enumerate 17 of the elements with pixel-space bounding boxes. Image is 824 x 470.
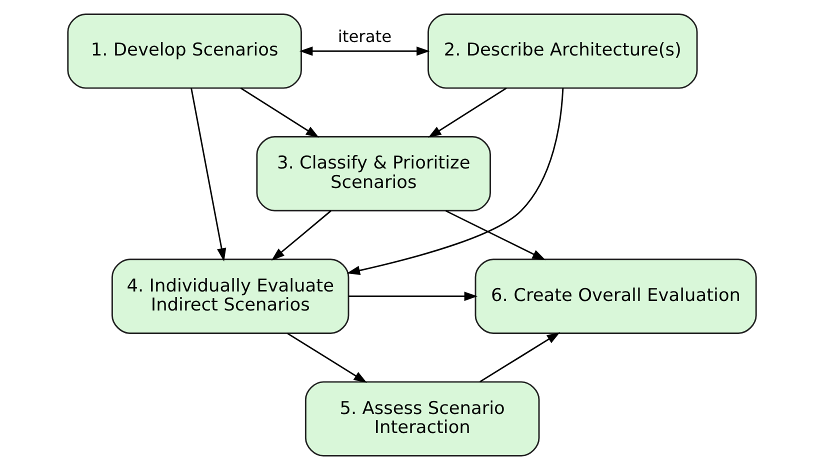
arrow (346, 88, 564, 276)
node-box: 4. Individually Evaluate Indirect Scenarios (111, 258, 350, 334)
node-box: 6. Create Overall Evaluation (474, 258, 757, 334)
arrow (271, 210, 332, 261)
arrow (480, 332, 560, 382)
arrow (240, 88, 320, 138)
node-box: 3. Classify & Prioritize Scenarios (256, 136, 491, 212)
edge-label: iterate (338, 26, 392, 46)
node-box: 5. Assess Scenario Interaction (304, 381, 540, 457)
arrow (348, 292, 478, 301)
arrow (428, 88, 507, 138)
arrow (287, 332, 368, 383)
node-box: 2. Describe Architecture(s) (428, 13, 698, 89)
arrow (299, 46, 430, 56)
node-box: 1. Develop Scenarios (67, 13, 302, 89)
arrow (445, 210, 546, 260)
arrow (190, 88, 226, 262)
